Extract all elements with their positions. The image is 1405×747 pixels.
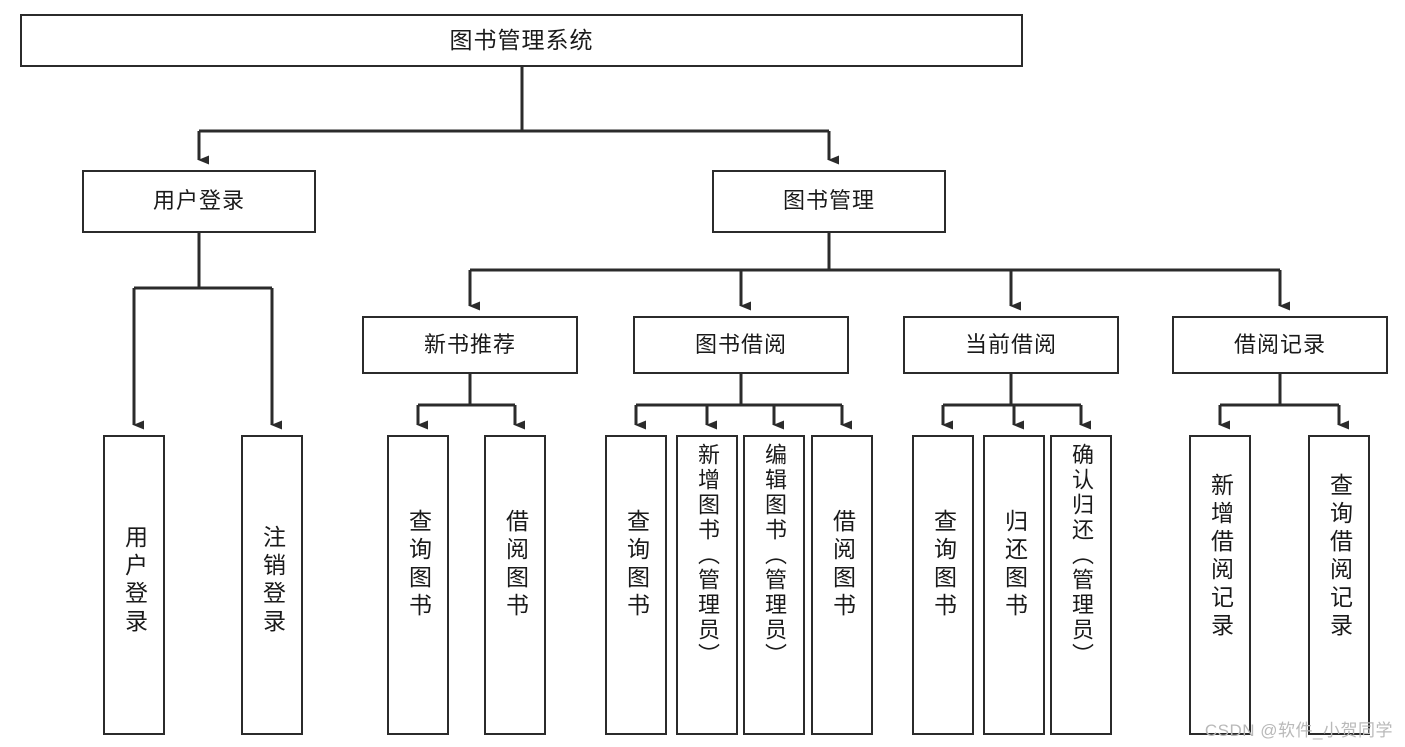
node-leaf-edit-book-label: 编辑图书（管理员） [762, 443, 787, 668]
node-book-borrow[interactable]: 图书借阅 [633, 316, 849, 374]
node-leaf-borrow-book-2-label: 借阅图书 [829, 509, 856, 621]
node-current-borrow-label: 当前借阅 [964, 331, 1057, 357]
node-leaf-query-record[interactable]: 查询借阅记录 [1308, 435, 1370, 735]
node-leaf-return-book-label: 归还图书 [1001, 509, 1028, 621]
node-leaf-borrow-book-1-label: 借阅图书 [502, 509, 529, 621]
node-borrow-record-label: 借阅记录 [1233, 331, 1326, 357]
node-book-borrow-label: 图书借阅 [694, 331, 787, 357]
node-leaf-query-book-3-label: 查询图书 [930, 509, 957, 621]
node-borrow-record[interactable]: 借阅记录 [1172, 316, 1388, 374]
node-book-manage-label: 图书管理 [782, 188, 875, 214]
node-root[interactable]: 图书管理系统 [20, 14, 1023, 67]
node-leaf-add-book-label: 新增图书（管理员） [695, 443, 720, 668]
node-leaf-user-login-label: 用户登录 [121, 525, 148, 637]
node-leaf-query-book-1-label: 查询图书 [405, 509, 432, 621]
node-leaf-logout-login[interactable]: 注销登录 [241, 435, 303, 735]
node-leaf-add-book[interactable]: 新增图书（管理员） [676, 435, 738, 735]
node-leaf-query-book-1[interactable]: 查询图书 [387, 435, 449, 735]
node-leaf-confirm-return[interactable]: 确认归还（管理员） [1050, 435, 1112, 735]
node-leaf-query-book-2[interactable]: 查询图书 [605, 435, 667, 735]
node-user-login[interactable]: 用户登录 [82, 170, 316, 233]
node-leaf-add-record[interactable]: 新增借阅记录 [1189, 435, 1251, 735]
node-leaf-borrow-book-1[interactable]: 借阅图书 [484, 435, 546, 735]
node-leaf-query-record-label: 查询借阅记录 [1326, 473, 1353, 641]
node-leaf-add-record-label: 新增借阅记录 [1207, 473, 1234, 641]
node-leaf-logout-login-label: 注销登录 [259, 525, 286, 637]
csdn-watermark: CSDN @软件_小贺同学 [1204, 721, 1393, 740]
node-book-manage[interactable]: 图书管理 [712, 170, 946, 233]
node-user-login-label: 用户登录 [152, 188, 245, 214]
node-new-book-recommend-label: 新书推荐 [423, 331, 516, 357]
node-root-label: 图书管理系统 [449, 27, 594, 54]
node-leaf-borrow-book-2[interactable]: 借阅图书 [811, 435, 873, 735]
node-leaf-edit-book[interactable]: 编辑图书（管理员） [743, 435, 805, 735]
node-leaf-return-book[interactable]: 归还图书 [983, 435, 1045, 735]
node-new-book-recommend[interactable]: 新书推荐 [362, 316, 578, 374]
node-leaf-query-book-3[interactable]: 查询图书 [912, 435, 974, 735]
node-leaf-user-login[interactable]: 用户登录 [103, 435, 165, 735]
node-leaf-query-book-2-label: 查询图书 [623, 509, 650, 621]
node-leaf-confirm-return-label: 确认归还（管理员） [1069, 443, 1094, 668]
node-current-borrow[interactable]: 当前借阅 [903, 316, 1119, 374]
